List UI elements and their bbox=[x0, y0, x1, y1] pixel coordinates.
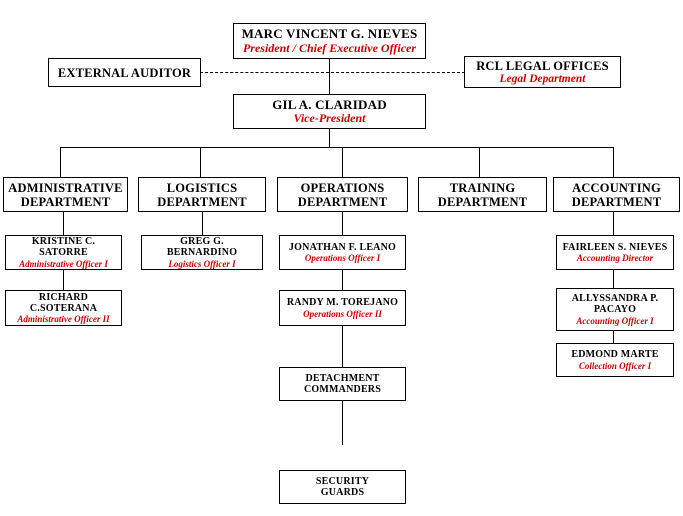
connector-administrative-to-officer1 bbox=[63, 212, 64, 235]
node-accounting-officer-1[interactable]: ALLYSSANDRA P. PACAYO Accounting Officer… bbox=[556, 288, 674, 331]
node-vice-president-title: Vice-President bbox=[293, 111, 366, 126]
node-logistics-officer-1[interactable]: GREG G. BERNARDINO Logistics Officer I bbox=[141, 235, 263, 270]
node-ceo[interactable]: MARC VINCENT G. NIEVES President / Chief… bbox=[233, 23, 426, 59]
department-bus-line bbox=[60, 147, 613, 148]
node-security-guards[interactable]: SECURITY GUARDS bbox=[279, 470, 406, 504]
node-operations-officer-2-name: RANDY M. TOREJANO bbox=[286, 297, 399, 309]
node-legal-offices-name: RCL LEGAL OFFICES bbox=[476, 58, 609, 73]
node-department-logistics-name: LOGISTICS DEPARTMENT bbox=[157, 180, 247, 209]
node-detachment-commanders-name: DETACHMENT COMMANDERS bbox=[304, 372, 381, 395]
connector-bus-to-operations bbox=[342, 147, 343, 177]
connector-officer1-to-collection bbox=[613, 331, 614, 343]
node-department-logistics[interactable]: LOGISTICS DEPARTMENT bbox=[138, 177, 266, 212]
node-collection-officer-1-name: EDMOND MARTE bbox=[571, 349, 659, 361]
node-department-operations-name: OPERATIONS DEPARTMENT bbox=[297, 180, 388, 209]
node-operations-officer-2[interactable]: RANDY M. TOREJANO Operations Officer II bbox=[279, 290, 406, 326]
node-department-administrative[interactable]: ADMINISTRATIVE DEPARTMENT bbox=[3, 177, 128, 212]
node-operations-officer-2-title: Operations Officer II bbox=[303, 308, 382, 319]
node-operations-officer-1[interactable]: JONATHAN F. LEANO Operations Officer I bbox=[279, 235, 406, 270]
node-administrative-officer-2-name: RICHARD C.SOTERANA bbox=[29, 291, 98, 314]
node-administrative-officer-1[interactable]: KRISTINE C. SATORRE Administrative Offic… bbox=[5, 235, 122, 270]
connector-ceo-to-vp bbox=[329, 59, 330, 94]
node-department-administrative-name: ADMINISTRATIVE DEPARTMENT bbox=[8, 180, 123, 209]
node-accounting-officer-1-name: ALLYSSANDRA P. PACAYO bbox=[571, 293, 659, 316]
connector-officer1-to-officer2 bbox=[63, 270, 64, 290]
node-logistics-officer-1-title: Logistics Officer I bbox=[168, 258, 236, 269]
node-legal-offices-title: Legal Department bbox=[499, 72, 586, 85]
node-operations-officer-1-title: Operations Officer I bbox=[304, 253, 381, 264]
node-department-training-name: TRAINING DEPARTMENT bbox=[437, 180, 528, 209]
connector-bus-to-administrative bbox=[60, 147, 61, 177]
connector-operations-to-officer1 bbox=[342, 212, 343, 235]
node-ceo-name: MARC VINCENT G. NIEVES bbox=[241, 26, 418, 41]
node-collection-officer-1-title: Collection Officer I bbox=[578, 360, 652, 371]
node-accounting-officer-1-title: Accounting Officer I bbox=[576, 315, 654, 326]
node-administrative-officer-2[interactable]: RICHARD C.SOTERANA Administrative Office… bbox=[5, 290, 122, 326]
connector-officer2-to-detachment bbox=[342, 326, 343, 367]
connector-vp-to-bus bbox=[329, 129, 330, 148]
node-external-auditor-name: EXTERNAL AUDITOR bbox=[57, 65, 192, 80]
node-ceo-title: President / Chief Executive Officer bbox=[242, 40, 417, 55]
node-accounting-director[interactable]: FAIRLEEN S. NIEVES Accounting Director bbox=[556, 235, 674, 270]
connector-accounting-to-director bbox=[613, 212, 614, 235]
connector-officer1-to-officer2-ops bbox=[342, 270, 343, 290]
node-vice-president[interactable]: GIL A. CLARIDAD Vice-President bbox=[233, 94, 426, 129]
connector-bus-to-logistics bbox=[200, 147, 201, 177]
node-department-accounting-name: ACCOUNTING DEPARTMENT bbox=[571, 180, 662, 209]
node-accounting-director-name: FAIRLEEN S. NIEVES bbox=[562, 241, 668, 253]
connector-bus-to-training bbox=[479, 147, 480, 177]
node-department-training[interactable]: TRAINING DEPARTMENT bbox=[418, 177, 547, 212]
node-logistics-officer-1-name: GREG G. BERNARDINO bbox=[166, 236, 238, 259]
connector-director-to-officer1 bbox=[613, 270, 614, 288]
node-administrative-officer-1-name: KRISTINE C. SATORRE bbox=[31, 236, 96, 259]
node-collection-officer-1[interactable]: EDMOND MARTE Collection Officer I bbox=[556, 343, 674, 377]
node-administrative-officer-1-title: Administrative Officer I bbox=[19, 258, 108, 269]
node-vice-president-name: GIL A. CLARIDAD bbox=[272, 96, 387, 112]
node-department-operations[interactable]: OPERATIONS DEPARTMENT bbox=[277, 177, 408, 212]
node-detachment-commanders[interactable]: DETACHMENT COMMANDERS bbox=[279, 367, 406, 401]
connector-bus-to-accounting bbox=[613, 147, 614, 177]
node-accounting-director-title: Accounting Director bbox=[576, 253, 654, 264]
connector-logistics-to-officer1 bbox=[202, 212, 203, 235]
node-external-auditor[interactable]: EXTERNAL AUDITOR bbox=[48, 58, 201, 87]
dashed-advisory-connector bbox=[200, 72, 465, 73]
connector-detachment-to-security bbox=[342, 401, 343, 445]
node-department-accounting[interactable]: ACCOUNTING DEPARTMENT bbox=[553, 177, 680, 212]
node-security-guards-name: SECURITY GUARDS bbox=[315, 475, 370, 498]
node-legal-offices[interactable]: RCL LEGAL OFFICES Legal Department bbox=[464, 56, 621, 88]
node-administrative-officer-2-title: Administrative Officer II bbox=[17, 314, 110, 325]
node-operations-officer-1-name: JONATHAN F. LEANO bbox=[288, 241, 397, 253]
